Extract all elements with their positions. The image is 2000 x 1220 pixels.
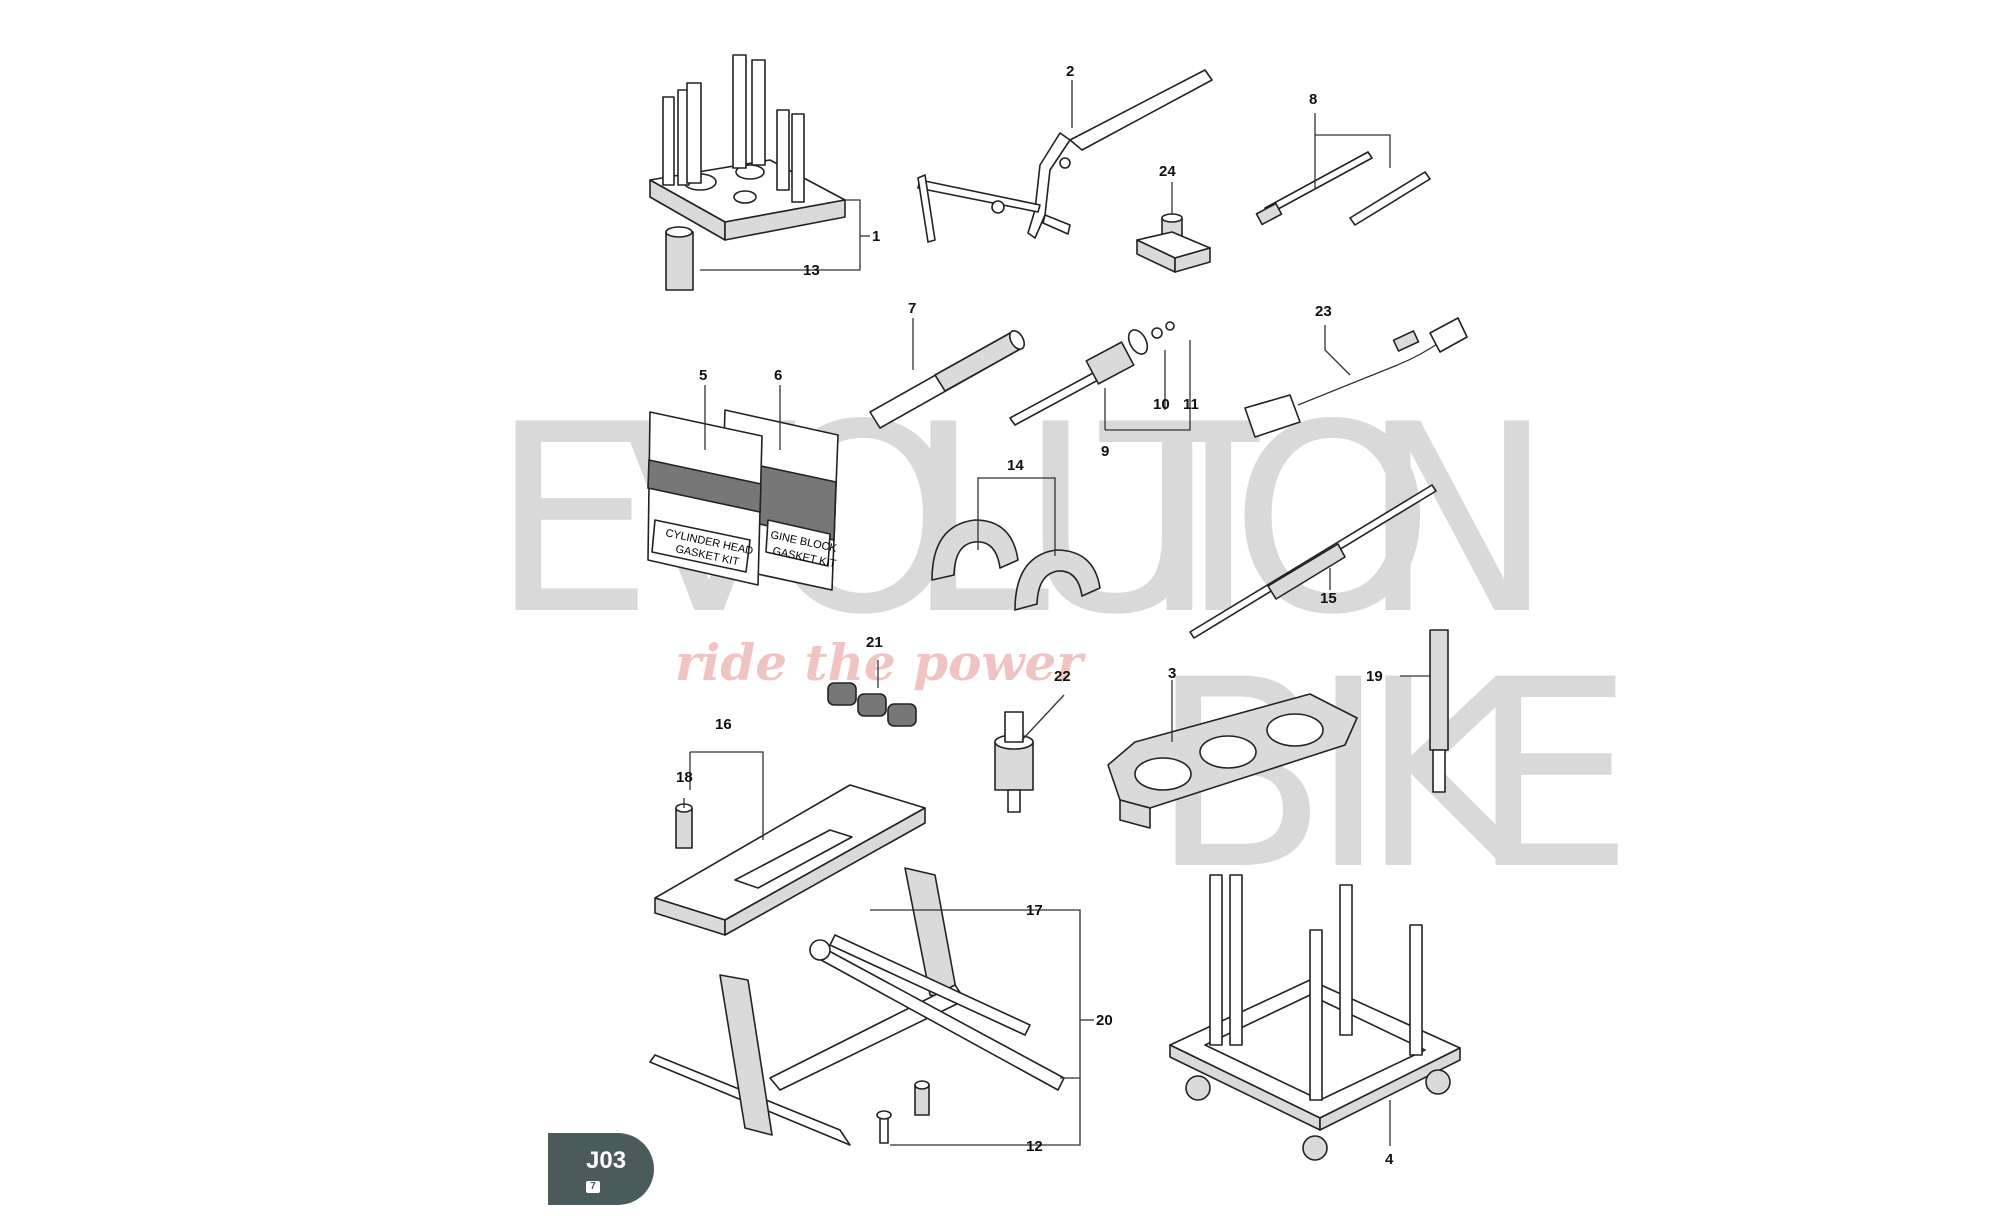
part-diagnostic-cable [1244,317,1468,438]
watermark-letter: T [1096,370,1263,672]
callout-label: 11 [1183,396,1199,413]
callout-label: 22 [1054,668,1071,685]
callout-label: 6 [774,367,782,384]
part-ring-plate [1107,693,1358,829]
callout-label: 17 [1026,902,1043,919]
part-long-rod [1189,484,1437,639]
callout-label: 23 [1315,303,1332,320]
part-small-tool [1136,213,1211,273]
callout-label: 18 [676,769,693,786]
callout-label: 10 [1153,396,1170,413]
part-engine-stand [649,867,1065,1146]
badge-page-number: 7 [586,1181,600,1193]
callout-label: 5 [699,367,707,384]
watermark-letter: E [490,370,654,672]
watermark-slogan: ride the power [675,633,1086,692]
callout-label: 12 [1026,1138,1043,1155]
leader-lines [683,80,1430,1146]
part-press-base [649,54,846,291]
callout-label: 13 [803,262,820,279]
callout-label: 16 [715,716,732,733]
part-pin-spanner [917,69,1213,243]
callout-label: 2 [1066,63,1074,80]
part-caps [827,682,917,727]
page-badge: J03 7 [548,1133,654,1205]
watermark-letter: K [1360,625,1539,927]
watermark-letter: N [1360,370,1555,672]
watermark-letter: U [1020,370,1210,672]
callout-label: 1 [872,228,880,245]
part-adapter-plate [654,784,926,936]
callout-label: 3 [1168,665,1176,682]
callout-label: 9 [1101,443,1109,460]
callout-label: 7 [908,300,916,317]
badge-code: J03 [586,1147,627,1174]
callout-label: 14 [1007,457,1024,474]
watermark-letter: I [1310,625,1387,927]
callout-labels: 1 2 3 4 5 6 7 8 9 10 11 12 13 14 15 16 1… [676,63,1394,1168]
callout-label: 21 [866,634,883,651]
callout-label: 20 [1096,1012,1113,1029]
part-gasket-bags: CYLINDER HEAD GASKET KIT GINE BLOCK GASK… [647,409,839,591]
callout-label: 15 [1320,590,1337,607]
watermark-letter: E [1470,625,1634,927]
callout-label: 24 [1159,163,1176,180]
callout-label: 4 [1385,1151,1394,1168]
part-pins [1255,151,1431,226]
part-bolt-tool [994,711,1034,813]
callout-label: 19 [1366,668,1383,685]
part-half-collars [931,519,1101,611]
callout-label: 8 [1309,91,1317,108]
part-threaded-bar [1429,629,1449,793]
part-trolley [1169,874,1461,1161]
part-drift [869,330,1026,429]
part-puller [1009,321,1175,426]
